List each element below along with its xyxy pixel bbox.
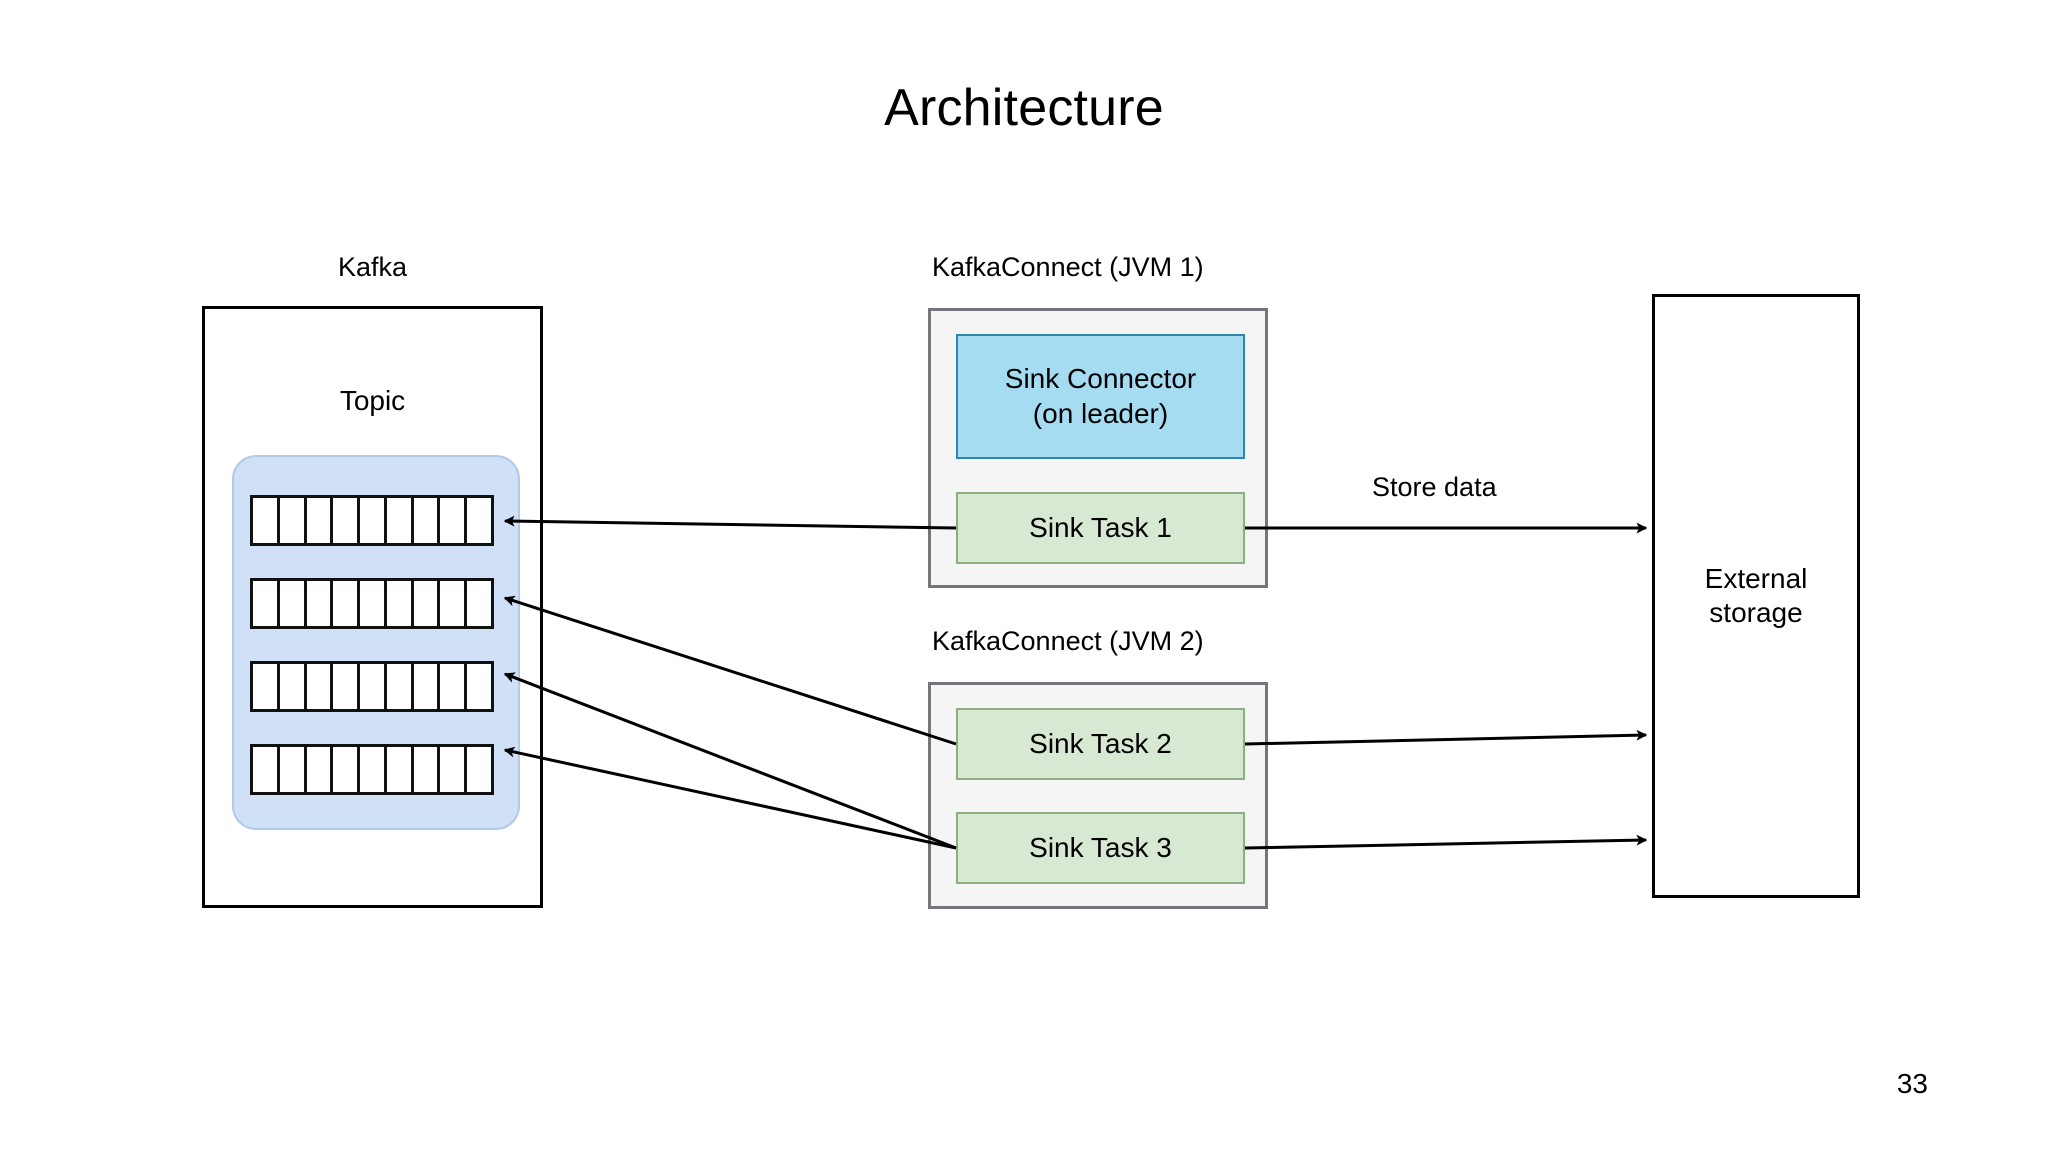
sink-connector-line1: Sink Connector xyxy=(1004,363,1197,395)
partition-cell xyxy=(413,747,441,792)
partition-cell xyxy=(279,581,307,626)
partition-cell xyxy=(467,581,492,626)
edge-task2-to-partition1 xyxy=(503,595,957,746)
edge-task2-to-storage xyxy=(1244,729,1648,746)
partition-cell xyxy=(253,664,280,709)
sink-task-1-node[interactable]: Sink Task 1 xyxy=(956,492,1245,564)
partition-cell xyxy=(413,581,441,626)
partition-cell xyxy=(413,664,441,709)
partition-cell xyxy=(440,747,468,792)
partition-1 xyxy=(250,578,494,629)
sink-task-3-node[interactable]: Sink Task 3 xyxy=(956,812,1245,884)
partition-cell xyxy=(386,747,414,792)
edge-task3-to-storage xyxy=(1244,834,1648,850)
partition-cell xyxy=(279,747,307,792)
partition-cell xyxy=(440,664,468,709)
kafka-caption: Kafka xyxy=(337,252,408,282)
partition-cell xyxy=(386,581,414,626)
partition-cell xyxy=(467,664,492,709)
partition-cell xyxy=(253,498,280,543)
edge-task3-to-partition3 xyxy=(503,746,957,850)
partition-cell xyxy=(333,664,361,709)
partition-cell xyxy=(360,747,387,792)
sink-connector-line2: (on leader) xyxy=(1032,397,1169,429)
jvm2-caption: KafkaConnect (JVM 2) xyxy=(932,626,1204,656)
partition-cell xyxy=(306,581,334,626)
partition-cell xyxy=(333,747,361,792)
page-title: Architecture xyxy=(884,79,1164,137)
partition-cell xyxy=(253,747,280,792)
partition-cell xyxy=(467,747,492,792)
sink-task-3-label: Sink Task 3 xyxy=(1029,831,1172,863)
partition-cell xyxy=(413,498,441,543)
partition-3 xyxy=(250,744,494,795)
external-storage-line1: External xyxy=(1704,562,1808,594)
sink-task-2-node[interactable]: Sink Task 2 xyxy=(956,708,1245,780)
partition-cell xyxy=(386,498,414,543)
external-storage-box: External storage xyxy=(1652,294,1860,898)
sink-task-1-label: Sink Task 1 xyxy=(1029,511,1172,543)
page-number: 33 xyxy=(1896,1068,1928,1099)
sink-connector-node[interactable]: Sink Connector (on leader) xyxy=(956,334,1245,459)
partition-0 xyxy=(250,495,494,546)
edge-task3-to-partition2 xyxy=(503,672,957,850)
partition-cell xyxy=(333,498,361,543)
partition-cell xyxy=(306,664,334,709)
partition-cell xyxy=(440,581,468,626)
partition-2 xyxy=(250,661,494,712)
partition-cell xyxy=(279,664,307,709)
partition-cell xyxy=(386,664,414,709)
jvm1-caption: KafkaConnect (JVM 1) xyxy=(932,252,1204,282)
external-storage-line2: storage xyxy=(1709,597,1803,628)
topic-label: Topic xyxy=(339,385,406,416)
store-data-edge-label: Store data xyxy=(1372,472,1497,502)
edge-task1-to-partition0 xyxy=(503,515,957,530)
partition-cell xyxy=(306,498,334,543)
sink-task-2-label: Sink Task 2 xyxy=(1029,727,1172,759)
partition-cell xyxy=(360,498,387,543)
partition-cell xyxy=(440,498,468,543)
partition-cell xyxy=(279,498,307,543)
partition-cell xyxy=(467,498,492,543)
partition-cell xyxy=(333,581,361,626)
partition-cell xyxy=(306,747,334,792)
partition-cell xyxy=(360,664,387,709)
partition-cell xyxy=(360,581,387,626)
partition-cell xyxy=(253,581,280,626)
